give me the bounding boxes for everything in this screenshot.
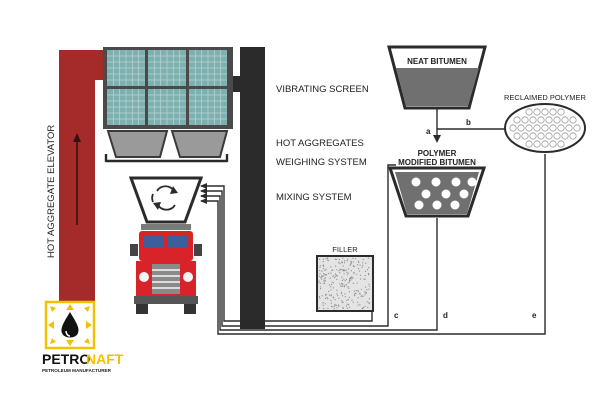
brand-petro: PETRO — [42, 351, 90, 367]
hot-aggregate-elevator — [59, 50, 111, 318]
vibrating-screen-label: VIBRATING SCREEN — [276, 84, 369, 95]
brand-tagline: PETROLEUM MANUFACTURER — [42, 368, 112, 373]
mixing-system-label: MIXING SYSTEM — [276, 192, 352, 203]
mixer-feed-lines — [201, 154, 546, 335]
mixing-system — [128, 176, 204, 224]
weighing-system — [104, 154, 229, 163]
polymer-label: POLYMER — [418, 149, 457, 158]
reclaimed-polymer-container — [504, 103, 586, 153]
filler-box — [316, 255, 374, 312]
line-label-b: b — [466, 118, 471, 127]
hot-aggregates-label: HOT AGGREGATES — [276, 138, 364, 149]
neat-bitumen-label: NEAT BITUMEN — [407, 57, 467, 66]
petronaft-logo: PETRO NAFT PETROLEUM MANUFACTURER — [42, 300, 124, 373]
truck-icon — [130, 224, 202, 314]
bitumen-lines — [436, 108, 506, 136]
polymer-modified-bitumen-tank — [387, 166, 487, 218]
vibrating-screen — [103, 47, 233, 129]
line-label-c: c — [394, 311, 399, 320]
neat-bitumen-tank — [387, 45, 487, 110]
elevator-label: HOT AGGREGATE ELEVATOR — [46, 125, 57, 258]
weighing-system-label: WEIGHING SYSTEM — [276, 157, 367, 168]
line-label-a: a — [426, 127, 431, 136]
hot-aggregate-bins — [106, 130, 229, 158]
filler-label: FILLER — [332, 245, 358, 254]
modified-bitumen-label: MODIFIED BITUMEN — [398, 158, 476, 167]
line-label-e: e — [532, 311, 537, 320]
brand-naft: NAFT — [86, 351, 124, 367]
line-label-d: d — [443, 311, 448, 320]
reclaimed-polymer-label: RECLAIMED POLYMER — [504, 93, 587, 102]
